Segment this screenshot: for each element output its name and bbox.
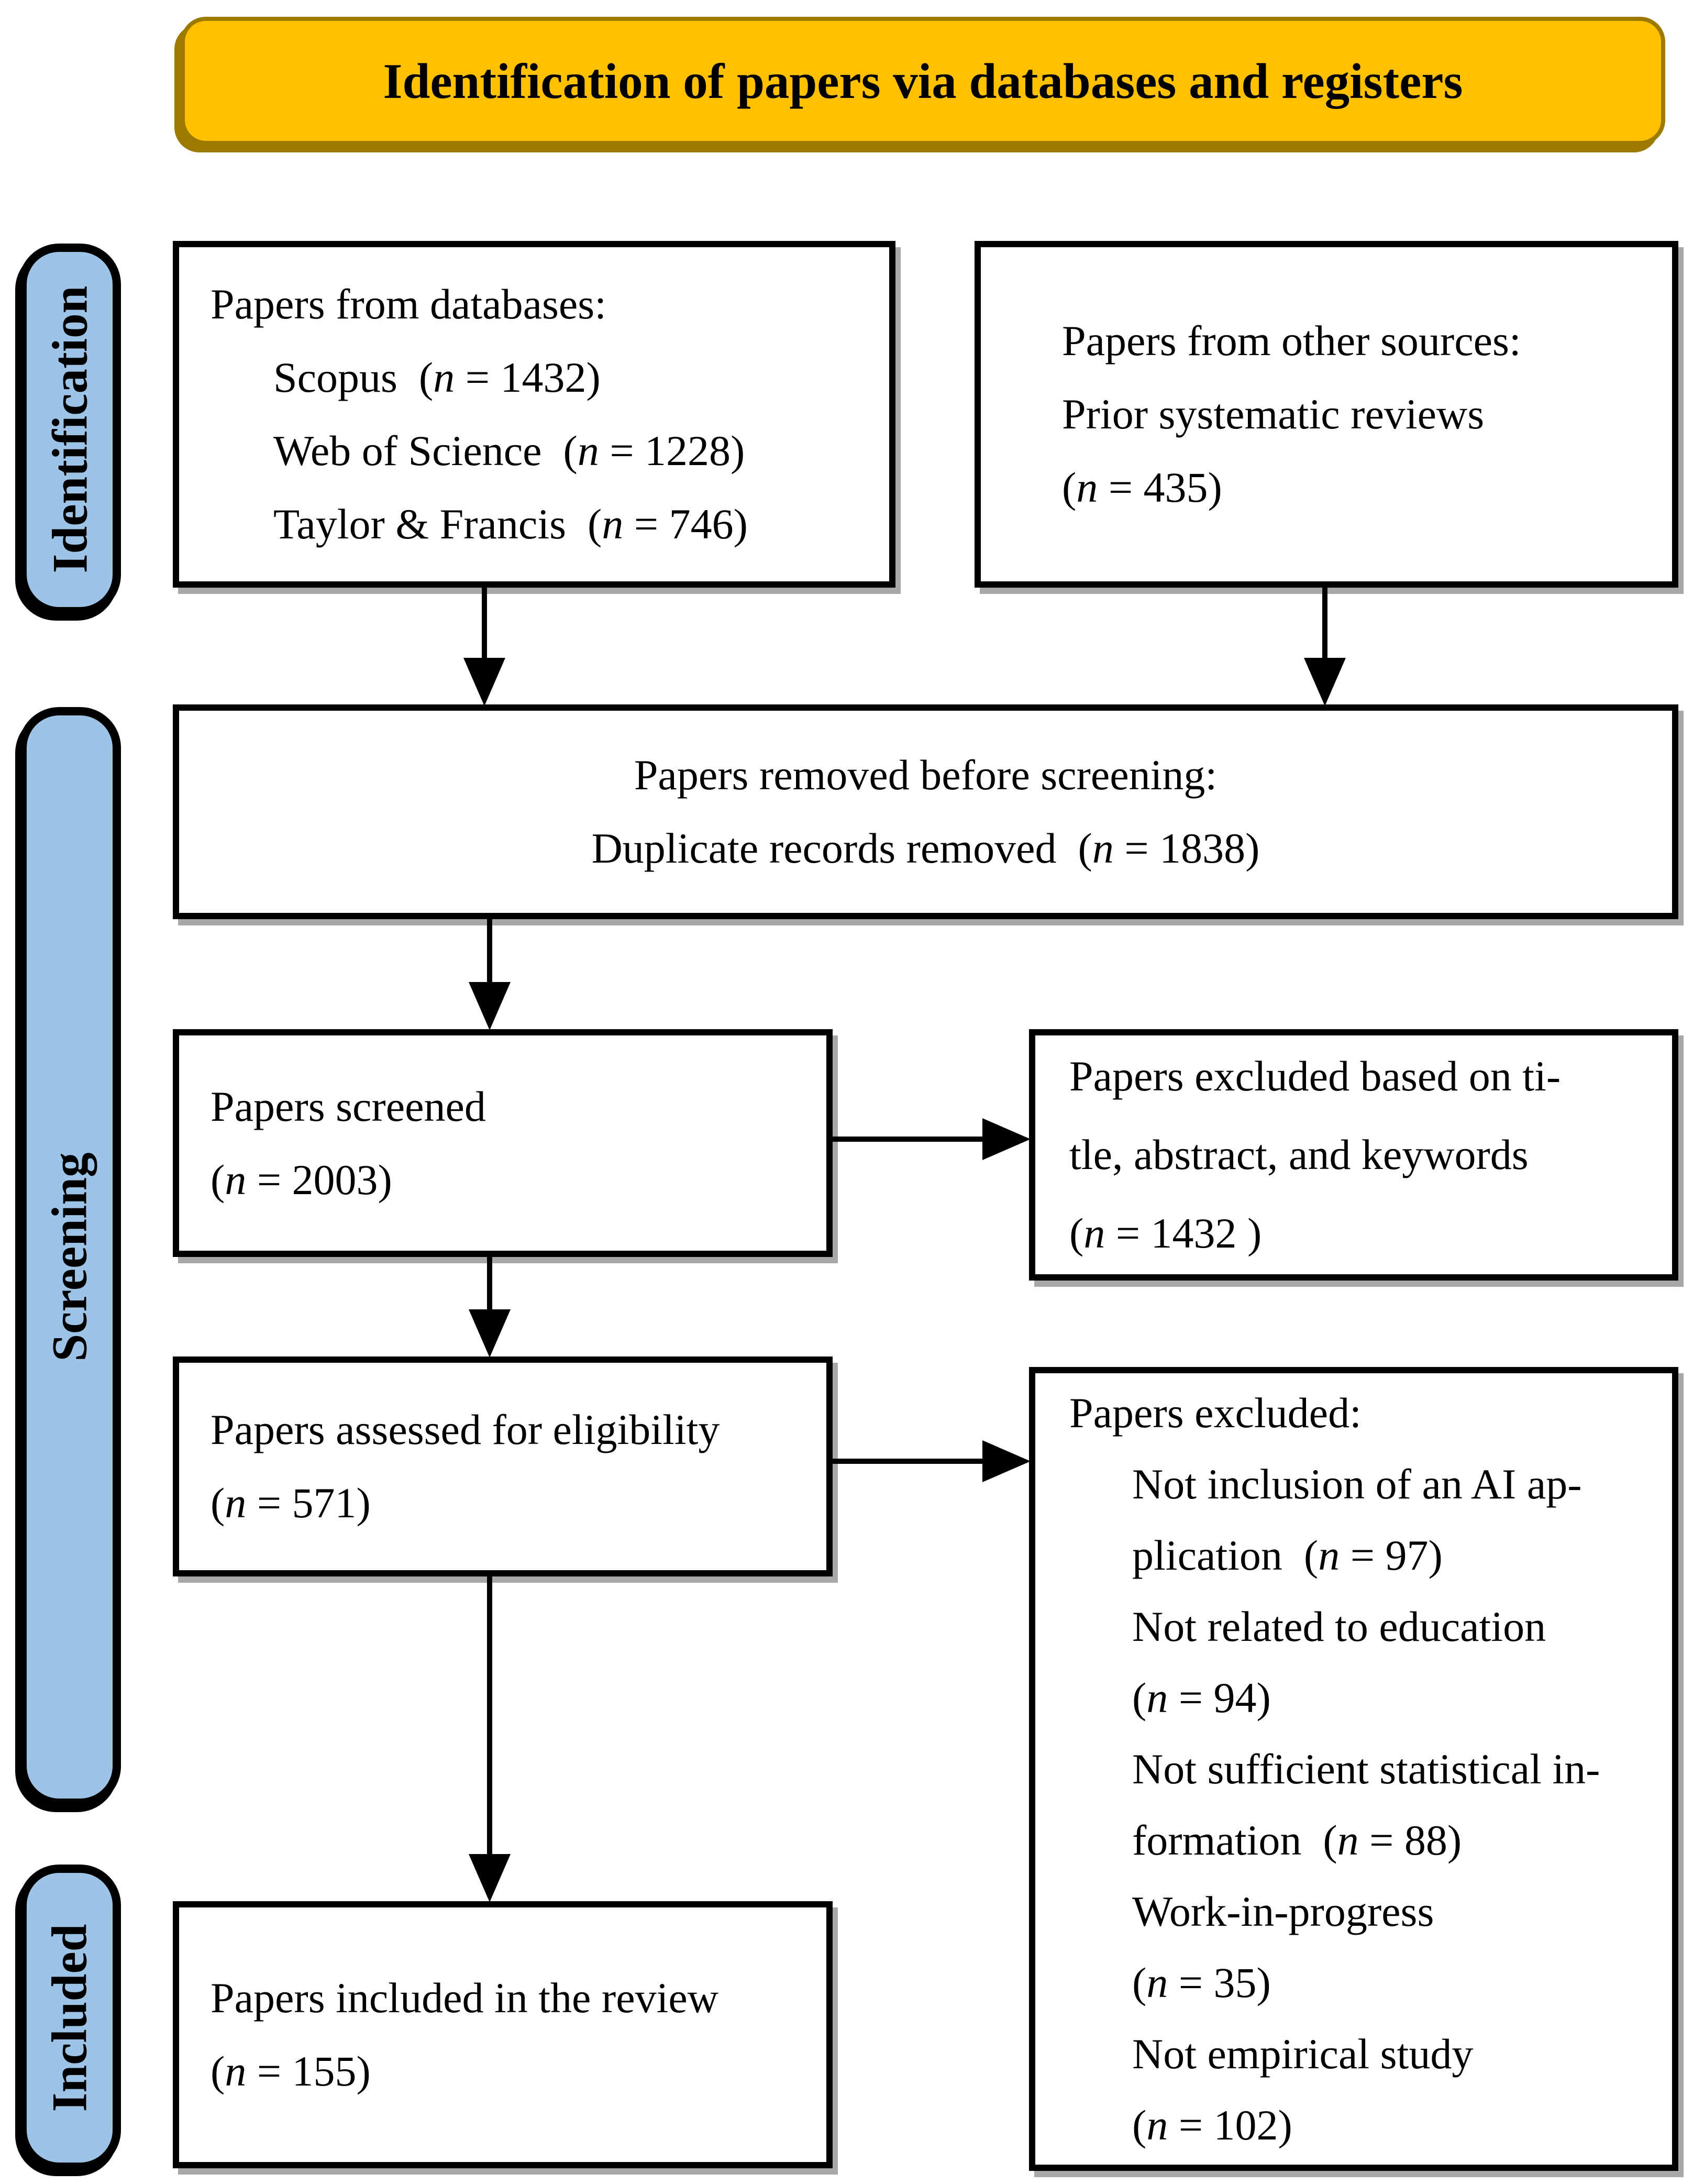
- arrow-screened-to-excluded-line: [833, 1137, 986, 1142]
- text-line: Not inclusion of an AI ap-: [1132, 1460, 1582, 1508]
- text-line: (n = 2003): [211, 1155, 392, 1204]
- header-title: Identification of papers via databases a…: [383, 53, 1463, 109]
- stage-label-included-text: Included: [42, 1923, 98, 2112]
- flow-box-papers-from-databases: Papers from databases: Scopus (n = 1432) W…: [173, 241, 895, 588]
- arrow-other-sources-to-removed-line: [1322, 588, 1327, 661]
- text-line: Papers included in the review: [211, 1974, 719, 2022]
- flow-box-papers-excluded-reasons: Papers excluded: Not inclusion of an AI a…: [1029, 1367, 1678, 2171]
- text-line: Taylor & Francis (n = 746): [273, 500, 748, 548]
- text-line: Papers from other sources:: [1062, 317, 1521, 365]
- text-line: (n = 1432 ): [1069, 1209, 1262, 1257]
- text-line: Web of Science (n = 1228): [273, 427, 745, 475]
- text-line: (n = 35): [1132, 1958, 1271, 2006]
- text-line: (n = 102): [1132, 2101, 1292, 2149]
- text-line: Not sufficient statistical in-: [1132, 1745, 1600, 1793]
- text-line: Papers excluded:: [1069, 1388, 1362, 1437]
- arrow-screened-to-eligibility-line: [487, 1257, 492, 1314]
- arrow-eligibility-to-included-head-icon: [469, 1854, 511, 1902]
- stage-label-identification: Identification: [18, 244, 121, 615]
- text-line: Not empirical study: [1132, 2029, 1474, 2078]
- flow-box-papers-included-in-review: Papers included in the review (n = 155): [173, 1901, 833, 2168]
- text-line: Papers screened: [211, 1082, 486, 1130]
- arrow-removed-to-screened-line: [487, 919, 492, 985]
- text-line: Scopus (n = 1432): [273, 354, 601, 401]
- stage-label-screening-text: Screening: [42, 1152, 97, 1362]
- text-line: Not related to education: [1132, 1602, 1546, 1650]
- arrow-databases-to-removed-head-icon: [463, 658, 505, 706]
- arrow-other-sources-to-removed-head-icon: [1304, 658, 1346, 706]
- text-line: (n = 155): [211, 2047, 371, 2095]
- arrow-eligibility-to-excluded-head-icon: [982, 1440, 1031, 1482]
- text-line: (n = 94): [1132, 1673, 1271, 1722]
- text-line: tle, abstract, and keywords: [1069, 1131, 1529, 1178]
- arrow-databases-to-removed-line: [482, 588, 487, 661]
- flow-box-papers-removed-before-screening: Papers removed before screening: Duplicat…: [173, 704, 1678, 919]
- stage-label-included: Included: [18, 1865, 121, 2171]
- flow-box-papers-from-other-sources: Papers from other sources: Prior systemat…: [975, 241, 1678, 588]
- arrow-eligibility-to-excluded-line: [833, 1459, 986, 1464]
- text-line: (n = 571): [211, 1479, 371, 1527]
- text-line: Papers assessed for eligibility: [211, 1406, 720, 1453]
- flow-box-papers-assessed-for-eligibility: Papers assessed for eligibility (n = 571): [173, 1356, 833, 1576]
- stage-label-identification-text: Identification: [42, 285, 97, 573]
- text-line: (n = 435): [1062, 464, 1222, 511]
- text-line: Papers excluded based on ti-: [1069, 1052, 1561, 1100]
- stage-label-screening: Screening: [18, 707, 121, 1807]
- header-banner: Identification of papers via databases a…: [181, 17, 1665, 145]
- arrow-screened-to-eligibility-head-icon: [469, 1309, 511, 1358]
- text-line: Duplicate records removed (n = 1838): [591, 824, 1260, 872]
- arrow-eligibility-to-included-line: [487, 1576, 492, 1858]
- text-line: formation (n = 88): [1132, 1816, 1462, 1864]
- text-line: Papers from databases:: [211, 280, 606, 328]
- flow-box-papers-excluded-title-abstract-keywords: Papers excluded based on ti-tle, abstrac…: [1029, 1029, 1678, 1281]
- flow-box-papers-screened: Papers screened (n = 2003): [173, 1029, 833, 1257]
- text-line: Work-in-progress: [1132, 1887, 1434, 1935]
- text-line: Papers removed before screening:: [634, 751, 1218, 799]
- arrow-removed-to-screened-head-icon: [469, 982, 511, 1030]
- text-line: Prior systematic reviews: [1062, 390, 1485, 438]
- text-line: plication (n = 97): [1132, 1531, 1443, 1579]
- arrow-screened-to-excluded-head-icon: [982, 1118, 1031, 1160]
